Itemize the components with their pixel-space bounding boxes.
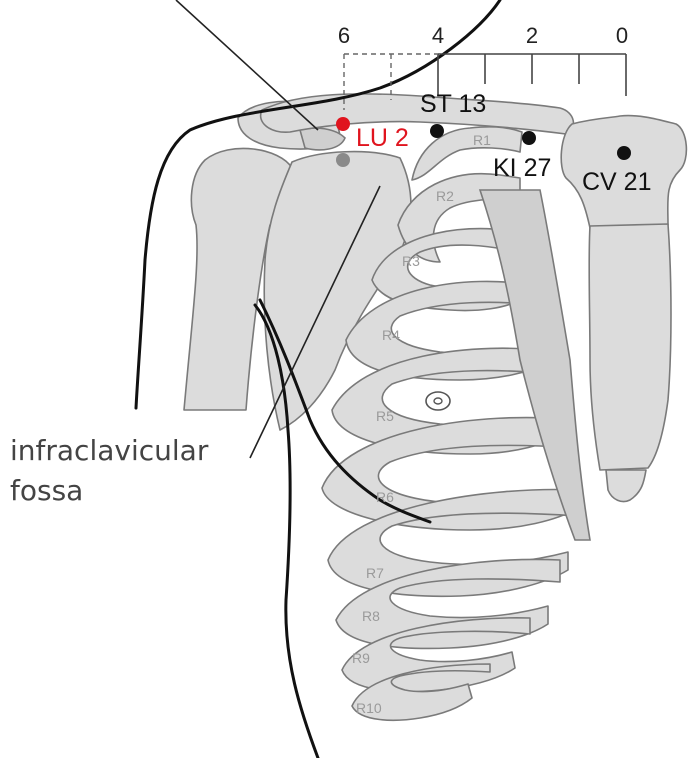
scale-tick-0: 0 <box>616 23 628 48</box>
clavicle <box>261 94 574 134</box>
point-lower-grey-dot <box>336 153 350 167</box>
nipple-center <box>434 398 442 404</box>
rib-label-r8: R8 <box>362 608 380 624</box>
point-cv21-label: CV 21 <box>582 168 651 196</box>
sternum-body <box>589 224 671 470</box>
point-cv21-dot <box>617 146 631 160</box>
scale-tick-2: 2 <box>526 23 538 48</box>
rib-label-r6: R6 <box>376 489 394 505</box>
point-st13-dot <box>430 124 444 138</box>
rib-label-r9: R9 <box>352 650 370 666</box>
point-ki27-dot <box>522 131 536 145</box>
point-st13-label: ST 13 <box>420 90 486 118</box>
point-lu2-label: LU 2 <box>356 124 409 152</box>
rib-label-r7: R7 <box>366 565 384 581</box>
rib-label-r10: R10 <box>356 700 382 716</box>
caption-line-1: infraclavicular <box>10 434 209 467</box>
point-lu2-dot <box>336 117 350 131</box>
rib-label-r1: R1 <box>473 132 491 148</box>
point-ki27-label: KI 27 <box>493 154 551 182</box>
rib-label-r3: R3 <box>402 253 420 269</box>
caption-line-2: fossa <box>10 474 83 507</box>
rib-label-r2: R2 <box>436 188 454 204</box>
rib-label-r5: R5 <box>376 408 394 424</box>
scale-tick-6: 6 <box>338 23 350 48</box>
rib-label-r4: R4 <box>382 327 400 343</box>
xiphoid <box>606 470 646 502</box>
scale-tick-4: 4 <box>432 23 444 48</box>
